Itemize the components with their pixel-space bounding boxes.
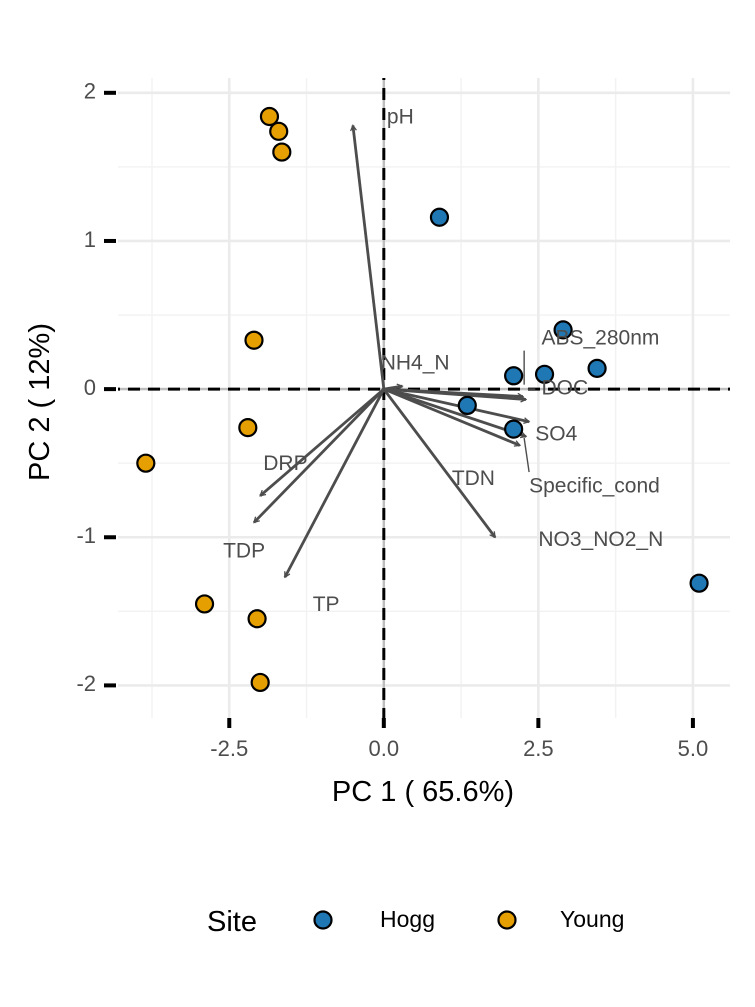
point-young <box>250 672 270 693</box>
y-tick-label: -1 <box>76 523 96 548</box>
loading-label-specific-cond: Specific_cond <box>529 474 660 497</box>
legend-label-hogg: Hogg <box>380 906 435 932</box>
point-hogg <box>553 320 573 340</box>
axes: -2.5 0.0 2.5 5.0 -2 -1 0 1 2 <box>76 79 708 761</box>
x-tick-label: 0.0 <box>369 736 400 761</box>
y-tick-label: 1 <box>84 227 96 252</box>
point-young <box>194 594 215 614</box>
point-hogg <box>689 573 709 593</box>
legend-key-young <box>497 910 517 930</box>
legend: Site Hogg Young <box>207 906 624 938</box>
x-tick-label: 5.0 <box>678 736 709 761</box>
x-axis-title: PC 1 ( 65.6%) <box>332 776 514 808</box>
point-hogg <box>504 419 524 439</box>
loading-label-tdp: TDP <box>223 540 265 563</box>
loading-arrow-tdp <box>252 388 385 524</box>
score-points <box>136 106 709 693</box>
legend-key-hogg <box>313 910 333 930</box>
loading-arrows <box>252 125 529 577</box>
loading-arrow-drp <box>260 388 385 497</box>
legend-title: Site <box>207 906 257 938</box>
loading-label-doc: DOC <box>541 377 588 400</box>
loading-label-nh4-n: NH4_N <box>381 351 450 374</box>
loading-label-tp: TP <box>313 593 340 616</box>
point-young <box>269 121 289 141</box>
loading-arrow-ph <box>353 125 386 390</box>
loading-arrow-so4 <box>383 387 529 422</box>
y-tick-label: 0 <box>84 375 96 400</box>
loading-arrow-tp <box>283 388 386 577</box>
reference-lines <box>118 78 730 718</box>
point-young <box>259 106 280 127</box>
leader-specific-cond <box>523 437 530 473</box>
point-hogg <box>587 358 607 378</box>
loading-arrow-no3-no2-n <box>382 388 497 537</box>
point-young <box>244 330 264 350</box>
point-hogg <box>429 207 450 227</box>
legend-label-young: Young <box>560 906 624 932</box>
point-young <box>238 418 258 438</box>
y-tick-label: -2 <box>76 671 96 696</box>
loading-label-so4: SO4 <box>535 423 577 446</box>
loading-label-tdn: TDN <box>452 467 495 490</box>
loading-label-no3-no2-n: NO3_NO2_N <box>538 528 663 551</box>
point-hogg <box>457 395 477 416</box>
loading-arrow-doc <box>383 387 526 399</box>
y-tick-label: 2 <box>84 79 96 104</box>
loading-arrow-specific-cond <box>383 387 526 436</box>
point-young <box>247 609 267 629</box>
loading-arrow-tdn <box>383 387 520 445</box>
point-hogg <box>504 366 524 386</box>
loading-label-abs-280nm: ABS_280nm <box>541 326 659 349</box>
point-young <box>136 453 156 473</box>
y-axis-title: PC 2 ( 12%) <box>24 323 56 481</box>
x-tick-label: -2.5 <box>210 736 248 761</box>
point-young <box>272 142 292 162</box>
loading-label-drp: DRP <box>263 452 307 475</box>
loading-label-ph: pH <box>387 106 414 129</box>
point-hogg <box>534 364 555 384</box>
x-tick-label: 2.5 <box>523 736 554 761</box>
